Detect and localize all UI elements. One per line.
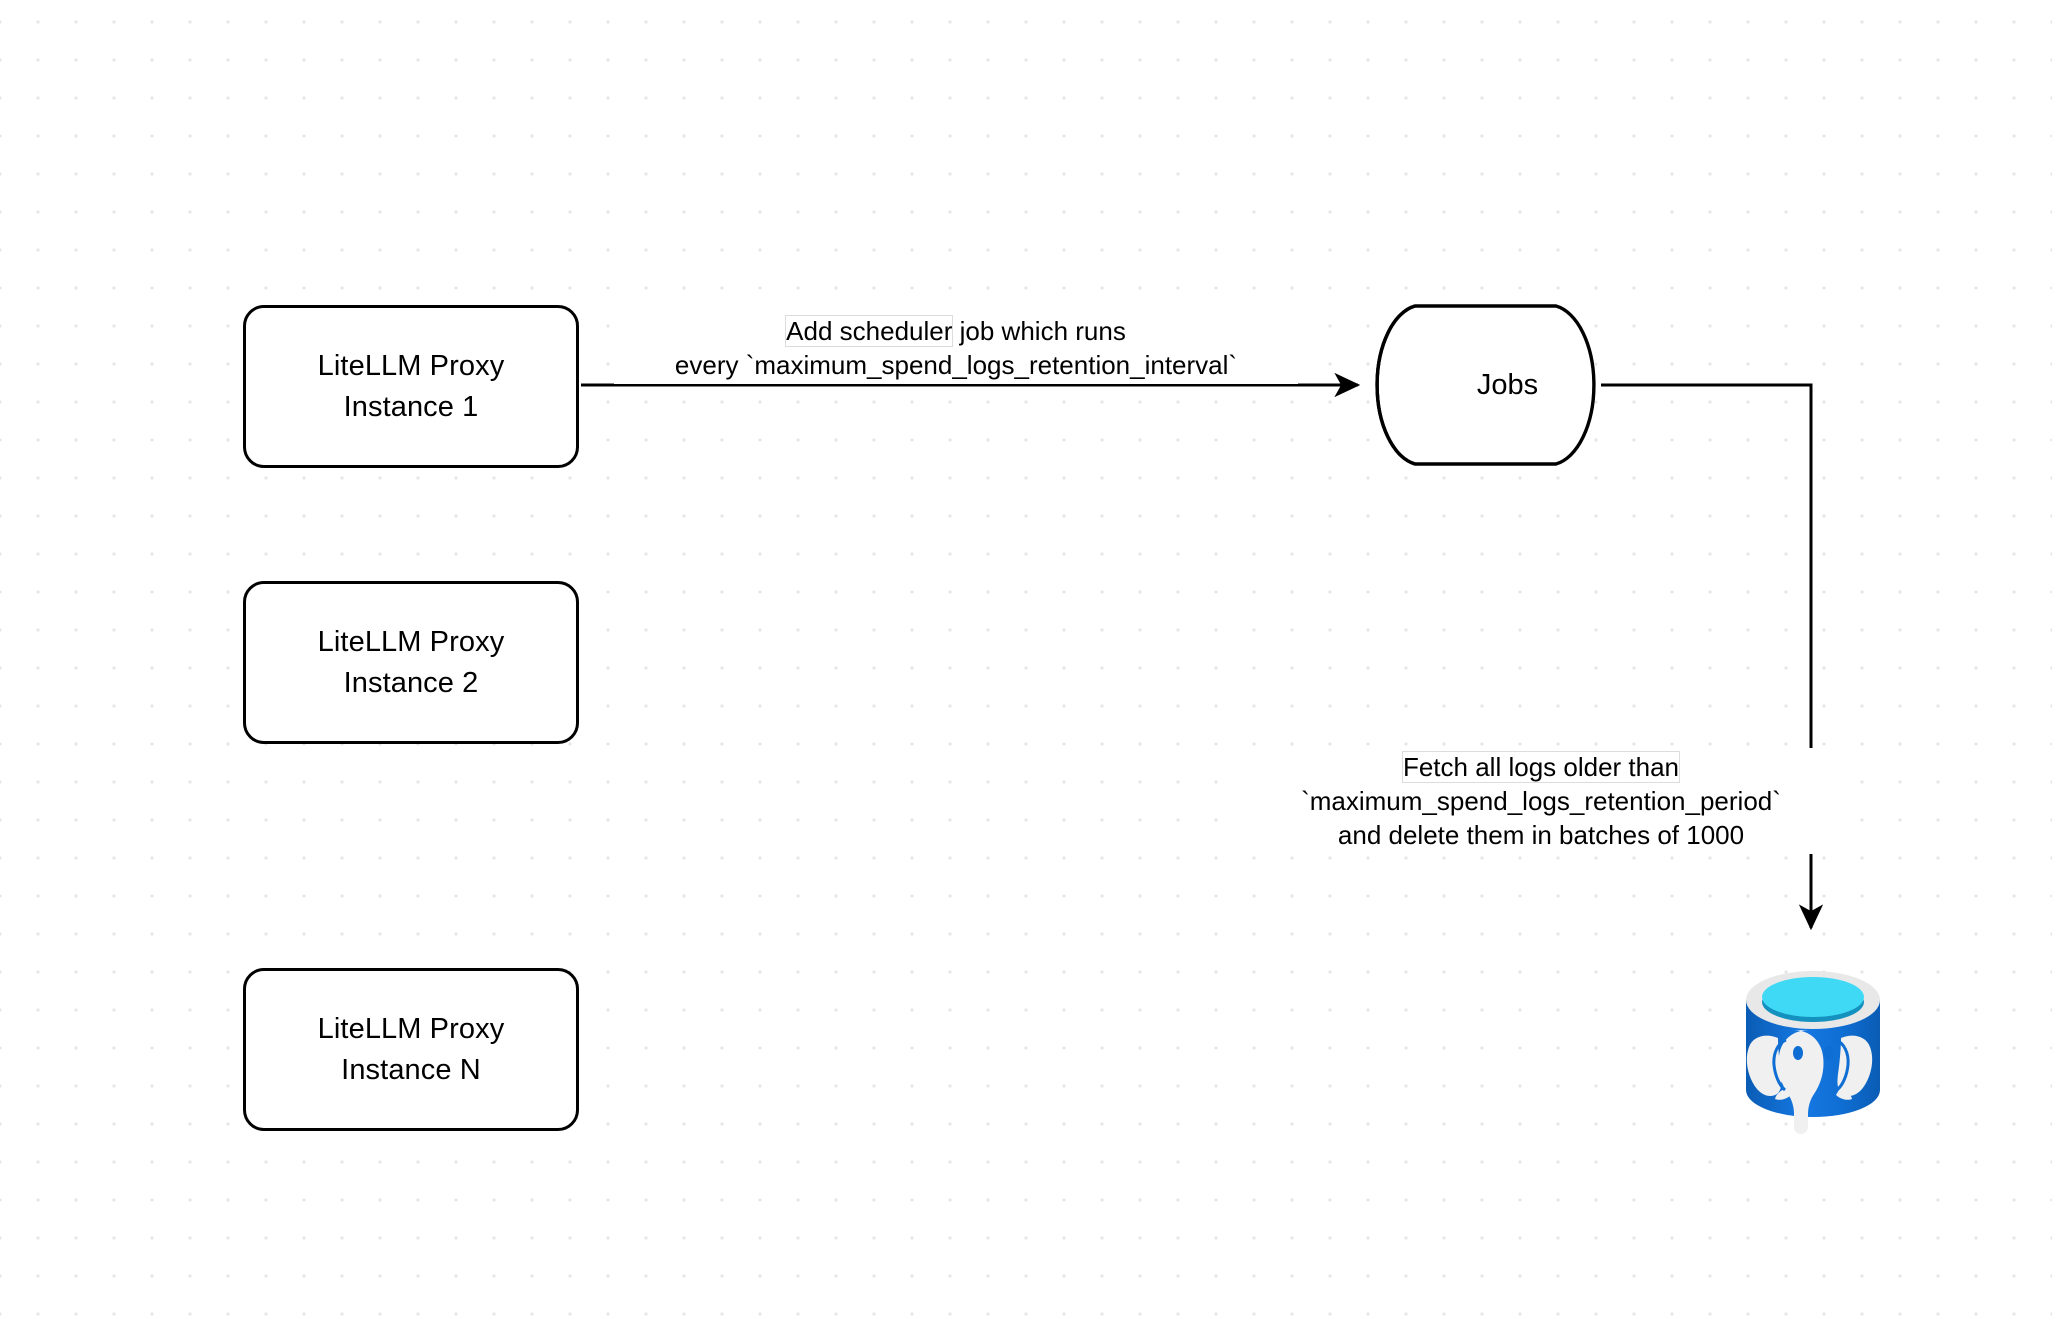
node-jobs-queue[interactable]: Jobs [1370,305,1601,465]
edge-label-scheduler-line1: Add scheduler job which runs [620,314,1292,348]
node-litellm-proxy-instance-2[interactable]: LiteLLM Proxy Instance 2 [243,581,579,744]
node-label-line2: Instance 2 [343,666,479,699]
node-litellm-proxy-instance-n[interactable]: LiteLLM Proxy Instance N [243,968,579,1131]
node-label-line1: LiteLLM Proxy [317,625,505,658]
postgres-database-shape [1746,971,1880,1134]
node-label-line1: LiteLLM Proxy [317,349,505,382]
edge-label-scheduler-line2: every `maximum_spend_logs_retention_inte… [674,350,1238,380]
jobs-cylinder-shape [1375,304,1596,466]
edge-jobs-to-database [1601,383,1824,931]
edge-label-scheduler-highlight: Add scheduler [785,315,954,347]
jobs-label: Jobs [1476,368,1539,401]
node-label-line1: LiteLLM Proxy [317,1012,505,1045]
node-label-line2: Instance 1 [343,390,479,423]
edge-label-cleanup-line1: Fetch all logs older than [1256,750,1826,784]
edge-label-cleanup-line2: `maximum_spend_logs_retention_period` [1301,786,1781,816]
node-litellm-proxy-instance-1[interactable]: LiteLLM Proxy Instance 1 [243,305,579,468]
edge-label-scheduler-line1-rest: job which runs [952,316,1126,346]
node-label-line2: Instance N [341,1053,481,1086]
edge-label-cleanup-line3: and delete them in batches of 1000 [1337,820,1745,850]
edge-label-cleanup: Fetch all logs older than `maximum_spend… [1250,748,1832,854]
edge-label-cleanup-highlight: Fetch all logs older than [1401,751,1681,783]
node-postgres-database[interactable] [1746,968,1880,1120]
edge-label-scheduler: Add scheduler job which runs every `maxi… [614,312,1298,384]
